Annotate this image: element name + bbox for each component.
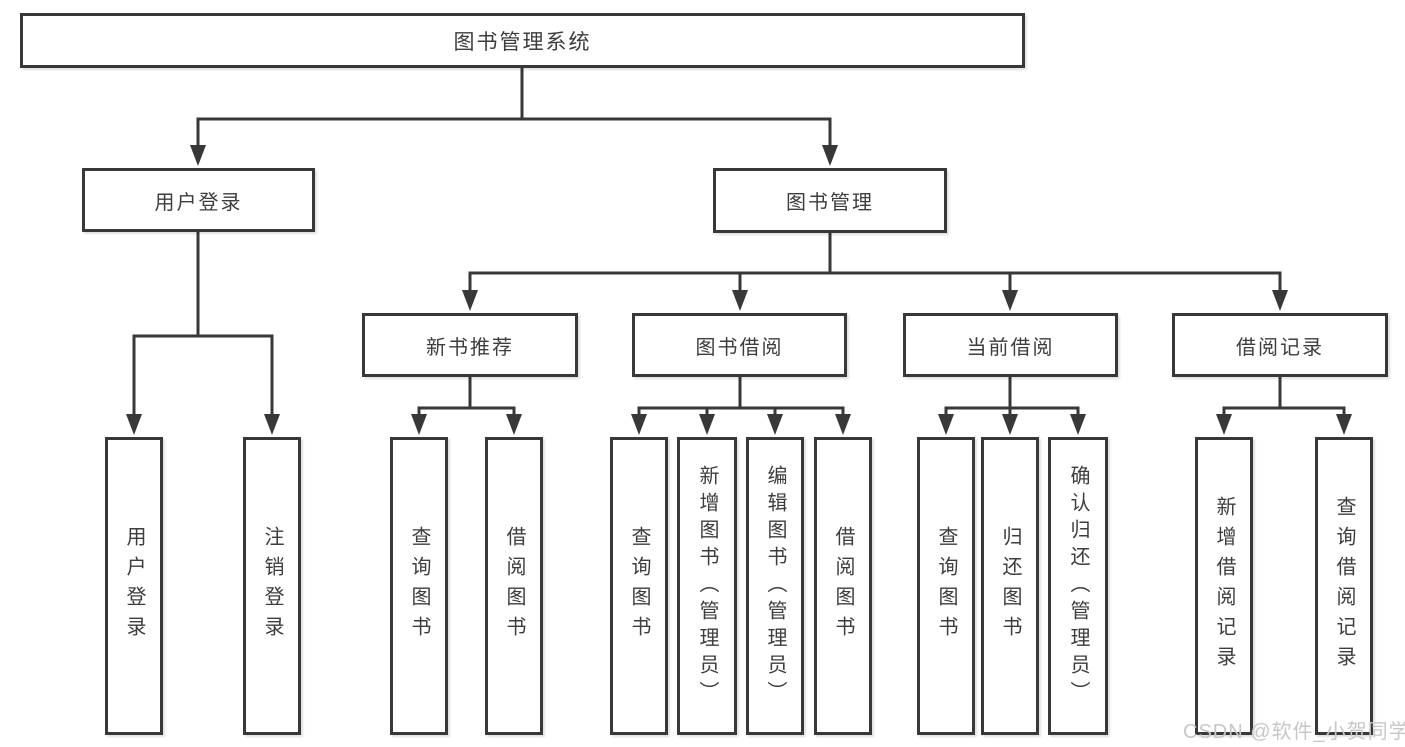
leaf-query-books-borrowing: 查询图书	[610, 437, 668, 735]
leaf-label: 用户登录	[123, 526, 145, 646]
leaf-label: 查询图书	[628, 526, 650, 646]
node-label: 用户登录	[154, 191, 243, 214]
leaf-query-books-recommend: 查询图书	[390, 437, 448, 735]
leaf-label: 借阅图书	[503, 526, 525, 646]
node-label: 图书借阅	[695, 336, 784, 359]
node-label: 当前借阅	[966, 336, 1055, 359]
node-book-borrowing: 图书借阅	[632, 313, 847, 377]
leaf-confirm-return-admin: 确认归还（管理员）	[1048, 437, 1108, 735]
leaf-borrow-books: 借阅图书	[814, 437, 872, 735]
leaf-logout: 注销登录	[243, 437, 301, 735]
watermark: CSDN @软件_小贺同学	[1183, 721, 1405, 743]
leaf-edit-books-admin: 编辑图书（管理员）	[746, 437, 804, 735]
node-library-management-system: 图书管理系统	[20, 13, 1025, 68]
node-label: 图书管理系统	[453, 30, 592, 54]
leaf-return-books: 归还图书	[981, 437, 1039, 735]
leaf-label: 查询图书	[408, 526, 430, 646]
leaf-label: 归还图书	[999, 526, 1021, 646]
leaf-query-books-current: 查询图书	[917, 437, 975, 735]
node-borrowing-records: 借阅记录	[1172, 313, 1388, 377]
arrowhead-icons	[126, 145, 1352, 435]
leaf-add-borrow-record: 新增借阅记录	[1195, 437, 1253, 735]
node-user-login: 用户登录	[82, 168, 315, 232]
leaf-label: 编辑图书（管理员）	[764, 464, 786, 708]
leaf-label: 新增借阅记录	[1213, 496, 1235, 676]
leaf-query-borrow-record: 查询借阅记录	[1315, 437, 1373, 735]
node-label: 新书推荐	[426, 336, 514, 359]
leaf-label: 借阅图书	[832, 526, 854, 646]
leaf-user-login: 用户登录	[105, 437, 163, 735]
leaf-add-books-admin: 新增图书（管理员）	[677, 437, 737, 735]
node-book-management: 图书管理	[713, 168, 947, 233]
leaf-label: 注销登录	[261, 526, 283, 646]
leaf-label: 查询图书	[935, 526, 957, 646]
node-current-borrowing: 当前借阅	[903, 313, 1118, 377]
leaf-label: 确认归还（管理员）	[1067, 464, 1089, 708]
node-new-book-recommend: 新书推荐	[362, 313, 578, 377]
node-label: 图书管理	[786, 192, 874, 214]
leaf-label: 新增图书（管理员）	[696, 464, 718, 708]
leaf-label: 查询借阅记录	[1333, 496, 1355, 676]
leaf-borrow-books-recommend: 借阅图书	[485, 437, 543, 735]
node-label: 借阅记录	[1236, 336, 1324, 359]
